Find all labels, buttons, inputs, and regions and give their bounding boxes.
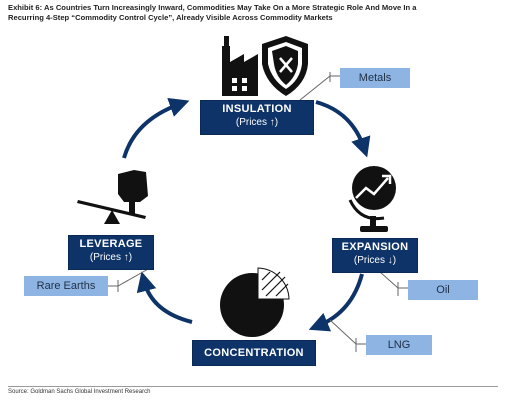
connector-oil (379, 271, 408, 296)
stage-leverage-prices: (Prices ↑) (89, 252, 133, 263)
stage-concentration-label: CONCENTRATION (204, 347, 304, 359)
arrow-insulation-to-expansion (315, 100, 371, 158)
stage-concentration: CONCENTRATION (192, 340, 316, 366)
stage-leverage: LEVERAGE (Prices ↑) (68, 235, 154, 270)
tag-lng: LNG (366, 335, 432, 355)
connector-lng (329, 319, 366, 352)
globe-chart-icon (348, 166, 396, 232)
arrow-leverage-to-insulation (122, 97, 190, 159)
connector-rare-earths (108, 267, 151, 292)
stage-insulation-label: INSULATION (222, 103, 292, 115)
stage-expansion: EXPANSION (Prices ↓) (332, 238, 418, 273)
pie-chart-icon (220, 267, 290, 337)
stage-expansion-label: EXPANSION (341, 241, 409, 253)
stage-expansion-prices: (Prices ↓) (353, 255, 397, 266)
arrow-expansion-to-concentration (308, 273, 364, 332)
tag-metals: Metals (340, 68, 410, 88)
title-line-1: Exhibit 6: As Countries Turn Increasingl… (8, 3, 417, 12)
tag-oil: Oil (408, 280, 478, 300)
factory-shield-icon (222, 36, 308, 96)
stage-leverage-label: LEVERAGE (79, 238, 143, 250)
title-line-2: Recurring 4-Step “Commodity Control Cycl… (8, 13, 333, 22)
tag-rare-earths: Rare Earths (24, 276, 108, 296)
seesaw-hand-icon (77, 170, 148, 224)
arrow-concentration-to-leverage (136, 271, 193, 324)
stage-insulation: INSULATION (Prices ↑) (200, 100, 314, 135)
connector-metals (299, 72, 340, 101)
stage-insulation-prices: (Prices ↑) (235, 117, 279, 128)
exhibit-title: Exhibit 6: As Countries Turn Increasingl… (8, 3, 498, 23)
footer-divider (8, 386, 498, 387)
source-note: Source: Goldman Sachs Global Investment … (8, 389, 151, 395)
